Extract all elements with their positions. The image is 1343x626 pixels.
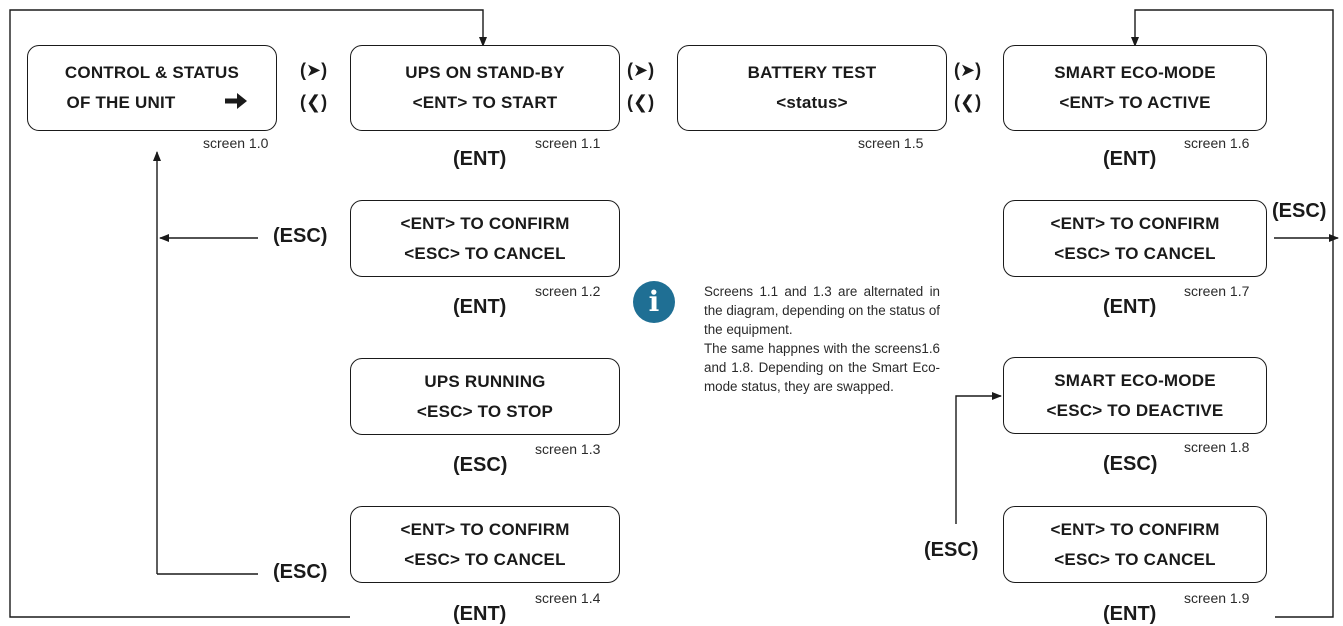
screen-caption: screen 1.1 bbox=[535, 135, 601, 151]
info-icon: i bbox=[633, 281, 675, 323]
screen-1-5: BATTERY TEST <status> bbox=[677, 45, 947, 131]
nav-next: (➤) bbox=[627, 60, 655, 80]
screen-1-4: <ENT> TO CONFIRM <ESC> TO CANCEL bbox=[350, 506, 620, 583]
screen-1-7: <ENT> TO CONFIRM <ESC> TO CANCEL bbox=[1003, 200, 1267, 277]
key-esc: (ESC) bbox=[924, 539, 979, 561]
screen-caption: screen 1.6 bbox=[1184, 135, 1250, 151]
screen-line: <ENT> TO START bbox=[412, 93, 558, 112]
screen-1-8: SMART ECO-MODE <ESC> TO DEACTIVE bbox=[1003, 357, 1267, 434]
screen-caption: screen 1.4 bbox=[535, 590, 601, 606]
screen-1-3: UPS RUNNING <ESC> TO STOP bbox=[350, 358, 620, 435]
screen-line: <ENT> TO CONFIRM bbox=[400, 213, 570, 233]
screen-1-0: CONTROL & STATUS OF THE UNIT bbox=[27, 45, 277, 131]
screen-line: UPS ON STAND-BY bbox=[405, 63, 565, 82]
nav-prev: (❮) bbox=[300, 92, 328, 112]
screen-1-2: <ENT> TO CONFIRM <ESC> TO CANCEL bbox=[350, 200, 620, 277]
loop-ent-to-1-6 bbox=[1131, 9, 1334, 618]
loop-ent-to-1-1 bbox=[9, 9, 487, 618]
screen-line: <ENT> TO ACTIVE bbox=[1059, 93, 1211, 112]
key-ent: (ENT) bbox=[1103, 296, 1157, 318]
screen-line: <ESC> TO CANCEL bbox=[404, 243, 566, 263]
screen-caption: screen 1.7 bbox=[1184, 283, 1250, 299]
screen-caption: screen 1.0 bbox=[203, 135, 269, 151]
screen-caption: screen 1.8 bbox=[1184, 439, 1250, 455]
screen-caption: screen 1.9 bbox=[1184, 590, 1250, 606]
screen-line: UPS RUNNING bbox=[424, 371, 546, 391]
screen-line: OF THE UNIT bbox=[66, 93, 176, 112]
key-esc: (ESC) bbox=[1103, 453, 1158, 475]
screen-line: <ENT> TO CONFIRM bbox=[1050, 519, 1220, 539]
right-arrow-icon bbox=[225, 93, 247, 109]
screen-line: <status> bbox=[776, 93, 848, 112]
screen-caption: screen 1.5 bbox=[858, 135, 924, 151]
nav-next: (➤) bbox=[954, 60, 982, 80]
key-esc: (ESC) bbox=[273, 561, 328, 583]
note-paragraph: Screens 1.1 and 1.3 are alternated in th… bbox=[704, 284, 940, 337]
key-esc: (ESC) bbox=[273, 225, 328, 247]
key-esc: (ESC) bbox=[453, 454, 508, 476]
info-note: Screens 1.1 and 1.3 are alternated in th… bbox=[704, 282, 940, 396]
screen-1-6: SMART ECO-MODE <ENT> TO ACTIVE bbox=[1003, 45, 1267, 131]
screen-line: BATTERY TEST bbox=[747, 63, 877, 82]
key-ent: (ENT) bbox=[453, 603, 507, 625]
screen-line: <ESC> TO CANCEL bbox=[1054, 549, 1216, 569]
note-paragraph: The same happnes with the screens1.6 and… bbox=[704, 341, 940, 394]
screen-caption: screen 1.3 bbox=[535, 441, 601, 457]
screen-1-9: <ENT> TO CONFIRM <ESC> TO CANCEL bbox=[1003, 506, 1267, 583]
screen-line: SMART ECO-MODE bbox=[1054, 63, 1216, 82]
screen-line: <ENT> TO CONFIRM bbox=[1050, 213, 1220, 233]
screen-1-1: UPS ON STAND-BY <ENT> TO START bbox=[350, 45, 620, 131]
nav-prev: (❮) bbox=[954, 92, 982, 112]
screen-line: CONTROL & STATUS bbox=[64, 63, 240, 82]
screen-caption: screen 1.2 bbox=[535, 283, 601, 299]
nav-next: (➤) bbox=[300, 60, 328, 80]
screen-line: <ESC> TO CANCEL bbox=[404, 549, 566, 569]
screen-line: SMART ECO-MODE bbox=[1054, 370, 1216, 390]
key-ent: (ENT) bbox=[453, 148, 507, 170]
key-esc: (ESC) bbox=[1272, 200, 1327, 222]
key-ent: (ENT) bbox=[1103, 148, 1157, 170]
key-ent: (ENT) bbox=[1103, 603, 1157, 625]
screen-line: <ESC> TO STOP bbox=[416, 401, 554, 421]
nav-prev: (❮) bbox=[627, 92, 655, 112]
screen-line: <ESC> TO CANCEL bbox=[1054, 243, 1216, 263]
screen-line: <ENT> TO CONFIRM bbox=[400, 519, 570, 539]
esc-1-9-to-1-8 bbox=[955, 392, 1002, 524]
key-ent: (ENT) bbox=[453, 296, 507, 318]
screen-line: <ESC> TO DEACTIVE bbox=[1046, 400, 1224, 420]
